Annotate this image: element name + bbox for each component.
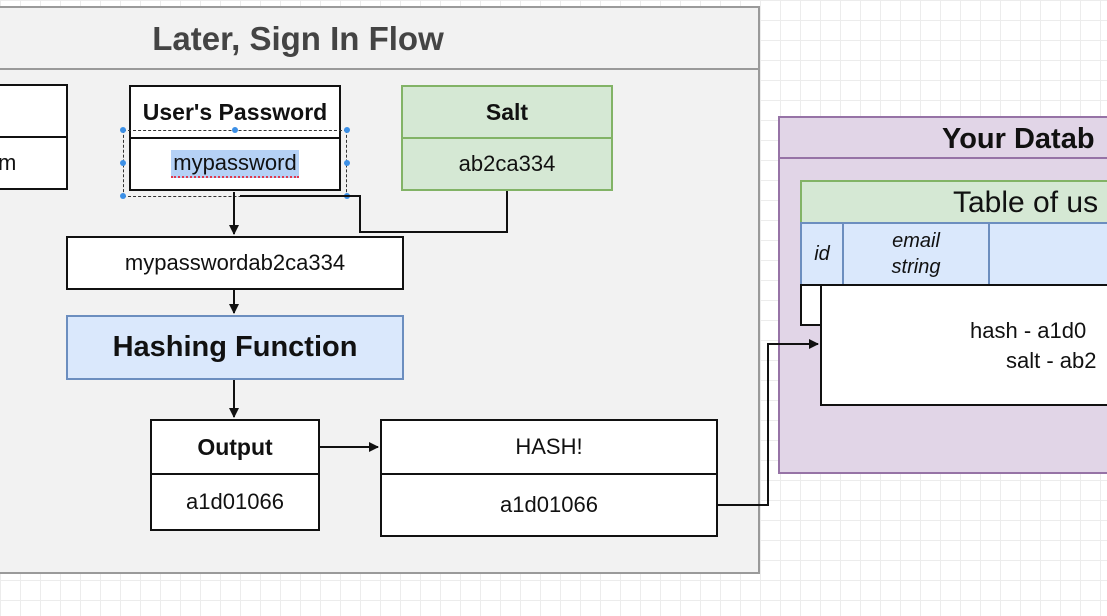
output-label: Output <box>197 433 273 460</box>
salt-value-box[interactable]: ab2ca334 <box>401 137 613 191</box>
hash-value-box[interactable]: a1d01066 <box>380 473 718 537</box>
stored-record-box[interactable] <box>820 284 1107 406</box>
column-email-type: string <box>891 256 941 278</box>
column-id-header[interactable]: id <box>800 222 844 286</box>
selection-handle[interactable] <box>120 127 126 133</box>
users-password-label: User's Password <box>142 98 328 125</box>
users-table-title-row[interactable] <box>800 180 1107 224</box>
selection-handle[interactable] <box>120 193 126 199</box>
selection-handle[interactable] <box>120 160 126 166</box>
column-password-header[interactable] <box>988 222 1107 286</box>
output-value-box[interactable]: a1d01066 <box>150 473 320 531</box>
selection-handle[interactable] <box>232 127 238 133</box>
column-id-label: id <box>814 243 830 265</box>
left-partial-box[interactable] <box>0 84 68 138</box>
hash-label: HASH! <box>515 434 583 459</box>
column-email-label: email <box>892 230 940 252</box>
users-table-title: Table of us <box>953 186 1099 219</box>
salt-label: Salt <box>485 98 529 125</box>
combined-string-box[interactable]: mypasswordab2ca334 <box>66 236 404 290</box>
database-header-divider <box>780 157 1107 159</box>
stored-hash: hash - a1d0 <box>970 318 1087 343</box>
users-password-value[interactable]: mypassword <box>171 150 299 178</box>
left-partial-text: m <box>0 150 17 175</box>
combined-string: mypasswordab2ca334 <box>124 250 346 275</box>
output-value: a1d01066 <box>186 489 284 514</box>
selection-outline <box>123 130 347 197</box>
selection-handle[interactable] <box>344 160 350 166</box>
left-partial-box-value: m <box>0 136 68 190</box>
database-title: Your Datab <box>942 123 1095 155</box>
frame-header-divider <box>0 68 758 70</box>
column-email-header[interactable]: email string <box>842 222 990 286</box>
salt-header[interactable]: Salt <box>401 85 613 139</box>
hash-value: a1d01066 <box>500 492 598 517</box>
output-header[interactable]: Output <box>150 419 320 475</box>
users-password-value-box[interactable]: mypassword <box>129 137 341 191</box>
hashing-function-label: Hashing Function <box>112 331 358 363</box>
salt-value: ab2ca334 <box>458 151 556 176</box>
frame-title: Later, Sign In Flow <box>152 20 444 57</box>
stored-salt: salt - ab2 <box>1006 348 1097 373</box>
hashing-function-box[interactable]: Hashing Function <box>66 315 404 380</box>
users-password-header[interactable]: User's Password <box>129 85 341 139</box>
selection-handle[interactable] <box>344 127 350 133</box>
hash-header[interactable]: HASH! <box>380 419 718 475</box>
selection-handle[interactable] <box>344 193 350 199</box>
